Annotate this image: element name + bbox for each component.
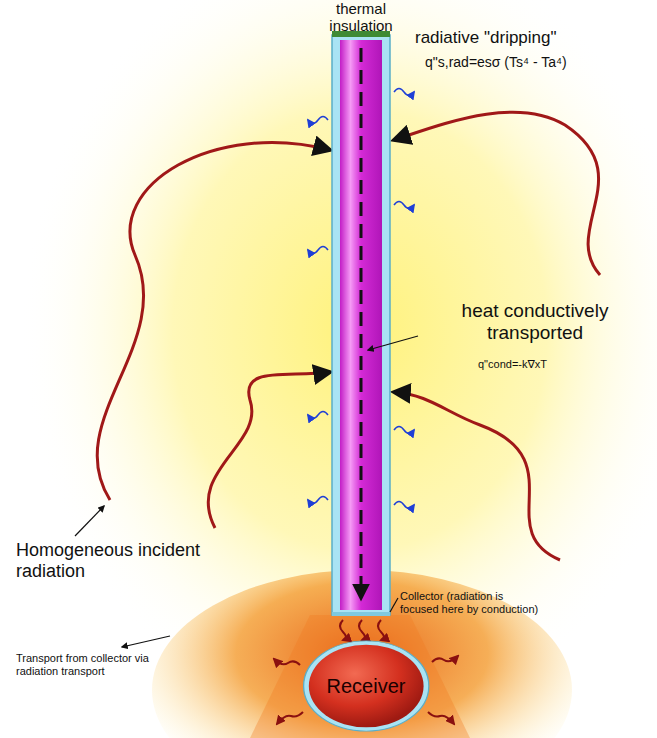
- insulation-label: thermal insulation: [318, 0, 404, 35]
- emission-arrow: [432, 656, 458, 662]
- dripping-arrow: [394, 427, 414, 434]
- receiver-sphere: Receiver: [301, 638, 431, 734]
- receiver-label: Receiver: [327, 675, 406, 698]
- transport-arrow: [340, 620, 346, 640]
- incident-label: Homogeneous incident radiation: [16, 540, 228, 581]
- dripping-arrow: [308, 497, 328, 504]
- emission-arrow: [428, 712, 454, 724]
- dripping-arrow: [394, 89, 414, 96]
- transport-arrow: [359, 620, 365, 640]
- conduction-formula: q"cond=-k∇xT: [478, 358, 628, 371]
- leader-line: [368, 336, 418, 350]
- leader-line: [122, 636, 170, 647]
- dripping-formula: q"s,rad=esσ (Ts⁴ - Ta⁴): [425, 54, 650, 70]
- leader-line: [390, 598, 398, 612]
- transport-cone: [250, 615, 470, 738]
- dripping-arrow: [308, 412, 328, 419]
- dripping-arrow: [394, 202, 414, 209]
- leader-lines: [75, 336, 418, 647]
- dripping-arrow: [394, 502, 414, 509]
- incident-arrow: [394, 112, 600, 275]
- dripping-arrow: [308, 117, 328, 124]
- incident-arrow: [394, 392, 560, 560]
- rod-cladding: [332, 35, 390, 615]
- receiver-rim: [303, 641, 428, 731]
- transport-label: Transport from collector via radiation t…: [16, 652, 166, 677]
- receiver-body: [309, 645, 424, 728]
- incident-arrow: [208, 372, 330, 528]
- leader-line: [75, 506, 104, 536]
- emission-arrow: [277, 712, 303, 724]
- conduction-arrow: [360, 48, 363, 598]
- transport-arrow: [378, 620, 384, 640]
- rod-core: [340, 40, 382, 610]
- dripping-label: radiative "dripping": [415, 28, 645, 48]
- conduction-label: heat conductively transported: [420, 300, 650, 344]
- emission-arrow: [274, 659, 300, 665]
- dripping-arrows: [308, 89, 414, 509]
- collector-face: [332, 612, 390, 616]
- incident-arrow: [97, 142, 330, 500]
- dripping-arrow: [308, 247, 328, 254]
- collector-label: Collector (radiation is focused here by …: [400, 590, 540, 615]
